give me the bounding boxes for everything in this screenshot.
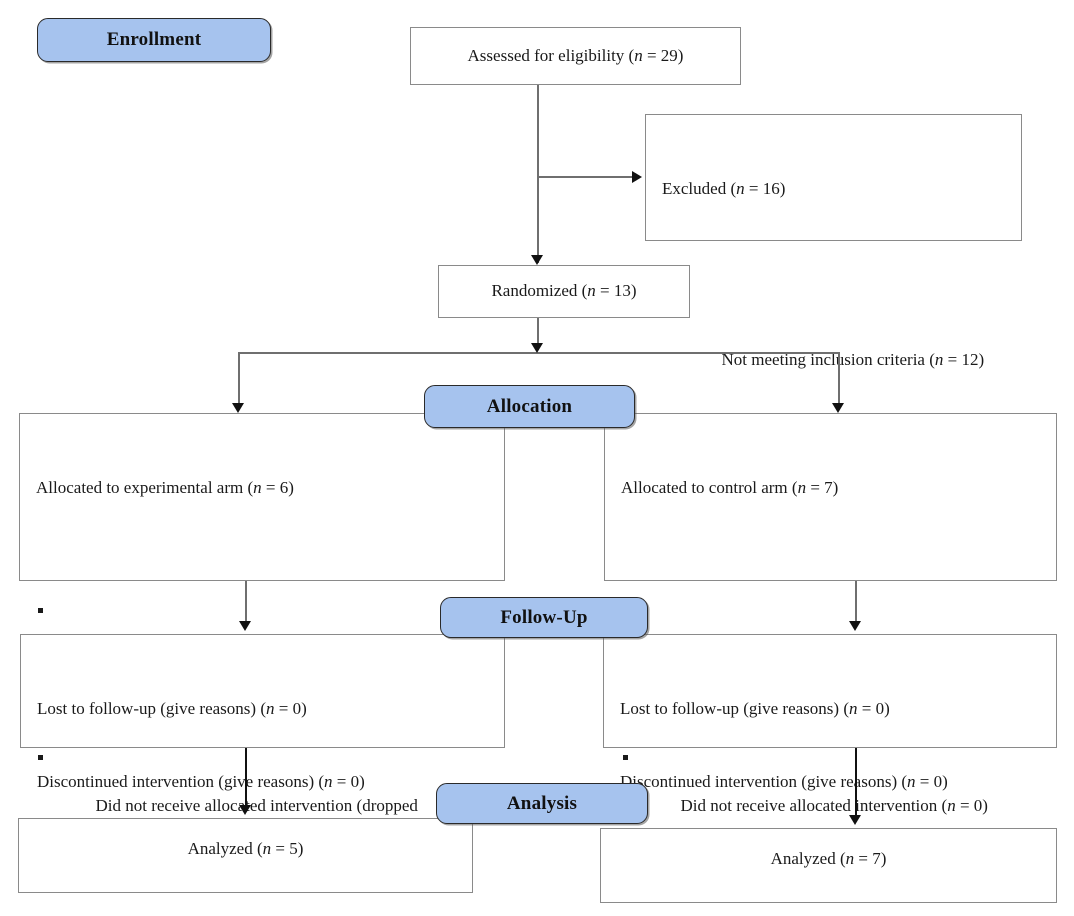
arrow-randomized-split-icon <box>531 343 543 353</box>
square-bullet-icon <box>623 754 628 760</box>
stage-badge-followup: Follow-Up <box>440 597 648 638</box>
connector-allocation-right-drop <box>838 352 840 409</box>
connector-randomized-stem <box>537 318 539 350</box>
stage-badge-enrollment: Enrollment <box>37 18 271 62</box>
arrow-followup-right-icon <box>849 621 861 631</box>
connector-assessed-to-excluded <box>537 176 633 178</box>
list-item: Not meeting inclusion criteria (n = 12) <box>662 300 1005 397</box>
list-item-label: Not meeting inclusion criteria (n = 12) <box>721 350 985 370</box>
node-assessed-for-eligibility: Assessed for eligibility (n = 29) <box>410 27 741 85</box>
connector-alloc-left-to-followup <box>245 581 247 625</box>
node-analyzed-control: Analyzed (n = 7) <box>600 828 1057 903</box>
connector-followup-left-to-analysis <box>245 748 247 810</box>
list-item-label: Did not receive allocated intervention (… <box>680 795 988 815</box>
square-bullet-icon <box>38 608 43 614</box>
arrow-allocation-right-icon <box>832 403 844 413</box>
connector-alloc-right-to-followup <box>855 581 857 625</box>
node-allocated-experimental: Allocated to experimental arm (n = 6) Re… <box>19 413 505 863</box>
stage-badge-analysis: Analysis <box>436 783 648 824</box>
node-allocated-experimental-lead: Allocated to experimental arm (n = 6) <box>36 478 294 498</box>
connector-assessed-down <box>537 85 539 263</box>
arrow-allocation-left-icon <box>232 403 244 413</box>
stage-badge-enrollment-label: Enrollment <box>106 29 202 50</box>
node-excluded-lead: Excluded (n = 16) <box>662 179 786 199</box>
connector-followup-right-to-analysis <box>855 748 857 820</box>
node-allocated-control: Allocated to control arm (n = 7) Receive… <box>604 413 1057 815</box>
node-analyzed-experimental-label: Analyzed (n = 5) <box>187 839 304 858</box>
stage-badge-followup-label: Follow-Up <box>500 606 588 628</box>
list-item: Did not receive allocated intervention (… <box>621 746 1040 843</box>
node-followup-experimental-line1: Lost to follow-up (give reasons) (n = 0) <box>37 699 307 719</box>
node-randomized: Randomized (n = 13) <box>438 265 690 318</box>
node-assessed-label: Assessed for eligibility (n = 29) <box>467 45 684 65</box>
node-followup-control: Lost to follow-up (give reasons) (n = 0)… <box>603 634 1057 791</box>
node-allocated-control-lead: Allocated to control arm (n = 7) <box>621 478 839 498</box>
arrow-to-randomized-icon <box>531 255 543 265</box>
square-bullet-icon <box>38 754 43 760</box>
arrow-to-excluded-icon <box>632 171 642 183</box>
node-analyzed-control-label: Analyzed (n = 7) <box>770 849 887 868</box>
node-excluded: Excluded (n = 16) Not meeting inclusion … <box>645 114 1022 516</box>
stage-badge-allocation: Allocation <box>424 385 635 428</box>
node-followup-control-line2: Discontinued intervention (give reasons)… <box>620 771 948 791</box>
arrow-analysis-left-icon <box>239 805 251 815</box>
stage-badge-analysis-label: Analysis <box>506 792 578 814</box>
arrow-analysis-right-icon <box>849 815 861 825</box>
node-followup-experimental-line2: Discontinued intervention (give reasons)… <box>37 771 365 791</box>
arrow-followup-left-icon <box>239 621 251 631</box>
stage-badge-allocation-label: Allocation <box>486 395 573 417</box>
node-randomized-label: Randomized (n = 13) <box>491 281 637 301</box>
node-followup-experimental: Lost to follow-up (give reasons) (n = 0)… <box>20 634 505 791</box>
connector-allocation-left-drop <box>238 352 240 409</box>
node-followup-control-line1: Lost to follow-up (give reasons) (n = 0) <box>620 699 890 719</box>
node-analyzed-experimental: Analyzed (n = 5) <box>18 818 473 893</box>
